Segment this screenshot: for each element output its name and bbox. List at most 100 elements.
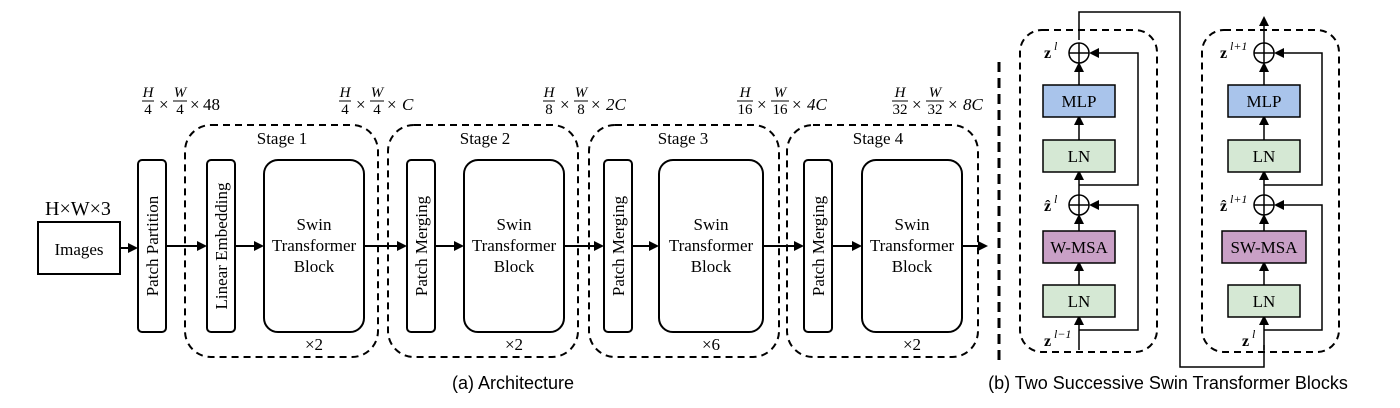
stage-1-block-line3: Block [294, 257, 335, 276]
stage-1-frame [184, 124, 379, 358]
stage-3: Stage 3 Patch Merging Swin Transformer B… [588, 124, 780, 358]
svg-text:H: H [739, 85, 752, 101]
block-2-z-in-sup: l [1252, 327, 1256, 341]
svg-text:×: × [387, 95, 397, 114]
block-2-ln-bottom [1227, 284, 1301, 318]
block-1-z-out: z [1044, 45, 1051, 62]
stage-4-block-line2: Transformer [870, 236, 955, 255]
svg-text:×: × [591, 95, 601, 114]
svg-text:32: 32 [893, 102, 908, 118]
stage-2-title: Stage 2 [460, 129, 511, 148]
block-2-z-hat-sup: l+1 [1230, 192, 1247, 206]
block-1-ln-top-label: LN [1068, 147, 1091, 166]
block-1-z-in-sup: l−1 [1054, 327, 1071, 341]
svg-text:8: 8 [545, 102, 553, 118]
svg-text:48: 48 [203, 95, 220, 114]
patch-partition-label: Patch Partition [143, 195, 162, 296]
block-2-mlp-label: MLP [1247, 92, 1282, 111]
svg-text:×: × [912, 95, 922, 114]
svg-text:×: × [757, 95, 767, 114]
stage-4-repeat: ×2 [903, 335, 921, 354]
svg-text:×: × [159, 95, 169, 114]
block-2-z-out: z [1220, 45, 1227, 62]
svg-text:8C: 8C [963, 95, 984, 114]
block-2-frame [1201, 29, 1340, 353]
block-2-ln-bottom-label: LN [1253, 292, 1276, 311]
svg-text:×: × [356, 95, 366, 114]
stage-2-block-line1: Swin [497, 215, 532, 234]
stage-1-entry-label: Linear Embedding [212, 182, 231, 309]
block-2-swmsa-label: SW-MSA [1230, 238, 1298, 257]
stage-4-entry-label: Patch Merging [809, 195, 828, 296]
dim-label-stage4: H 32 × W 32 × 8C [892, 85, 984, 118]
input-images: H×W×3 Images [37, 198, 121, 275]
stage-1: Stage 1 Linear Embedding Swin Transforme… [184, 124, 379, 358]
stage-1-block-line1: Swin [297, 215, 332, 234]
svg-text:4: 4 [373, 102, 381, 118]
stage-3-block-line1: Swin [694, 215, 729, 234]
caption-architecture: (a) Architecture [452, 373, 574, 393]
svg-text:4: 4 [144, 102, 152, 118]
dim-label-stage3: H 16 × W 16 × 4C [737, 85, 828, 118]
block-2-skip-upper [1264, 48, 1323, 186]
swin-block-1: LN W-MSA LN MLP z l ẑ l z l−1 [1019, 29, 1158, 353]
stage-3-frame [588, 124, 780, 358]
block-1-z-in: z [1044, 333, 1051, 350]
block-2-z-in: z [1242, 333, 1249, 350]
svg-text:C: C [402, 95, 414, 114]
patch-partition-block: Patch Partition [137, 159, 167, 333]
svg-text:H: H [894, 85, 907, 101]
stage-1-block-line2: Transformer [272, 236, 357, 255]
images-label: Images [54, 240, 103, 259]
svg-text:4: 4 [176, 102, 184, 118]
stage-2-repeat: ×2 [505, 335, 523, 354]
svg-text:H: H [339, 85, 352, 101]
caption-blocks: (b) Two Successive Swin Transformer Bloc… [988, 373, 1348, 393]
stage-4-title: Stage 4 [853, 129, 904, 148]
block-2-ln-top [1227, 139, 1301, 173]
swin-block-2: LN SW-MSA LN MLP z l+1 ẑ l+1 z l [1201, 16, 1340, 353]
svg-text:32: 32 [928, 102, 943, 118]
svg-text:×: × [190, 95, 200, 114]
stage-2-entry-label: Patch Merging [412, 195, 431, 296]
stage-1-repeat: ×2 [305, 335, 323, 354]
block-1-ln-bottom-label: LN [1068, 292, 1091, 311]
stage-3-block-line3: Block [691, 257, 732, 276]
svg-text:×: × [948, 95, 958, 114]
block-1-wmsa [1042, 230, 1116, 264]
block-1-z-hat-sup: l [1054, 192, 1058, 206]
stage-4-block-line3: Block [892, 257, 933, 276]
svg-text:W: W [371, 85, 385, 101]
svg-text:W: W [774, 85, 788, 101]
stage-2-frame [387, 124, 579, 358]
stage-2-block-line3: Block [494, 257, 535, 276]
block-1-frame [1019, 29, 1158, 353]
dim-label-stage2: H 8 × W 8 × 2C [543, 85, 627, 118]
input-dims-label: H×W×3 [45, 198, 111, 220]
block-1-mlp-label: MLP [1062, 92, 1097, 111]
block-1-z-hat: ẑ [1044, 198, 1051, 215]
svg-text:4C: 4C [807, 95, 828, 114]
stage-2: Stage 2 Patch Merging Swin Transformer B… [387, 124, 579, 358]
stage-3-title: Stage 3 [658, 129, 709, 148]
svg-text:W: W [174, 85, 188, 101]
stage-3-block-line2: Transformer [669, 236, 754, 255]
stage-4: Stage 4 Patch Merging Swin Transformer B… [786, 124, 979, 358]
svg-text:4: 4 [341, 102, 349, 118]
svg-text:16: 16 [738, 102, 754, 118]
block-2-ln-top-label: LN [1253, 147, 1276, 166]
stage-3-entry-label: Patch Merging [609, 195, 628, 296]
svg-text:×: × [560, 95, 570, 114]
block-1-mlp [1042, 84, 1116, 118]
stage-3-repeat: ×6 [702, 335, 720, 354]
block-1-skip-lower [1079, 200, 1139, 331]
stage-1-title: Stage 1 [257, 129, 308, 148]
svg-text:H: H [543, 85, 556, 101]
dim-label-after-partition: H 4 × W 4 × 48 [142, 85, 220, 118]
block-connector-line [1078, 11, 1265, 368]
dim-label-stage1: H 4 × W 4 × C [339, 85, 414, 118]
block-1-z-out-sup: l [1054, 39, 1058, 53]
svg-text:H: H [142, 85, 155, 101]
svg-text:×: × [792, 95, 802, 114]
